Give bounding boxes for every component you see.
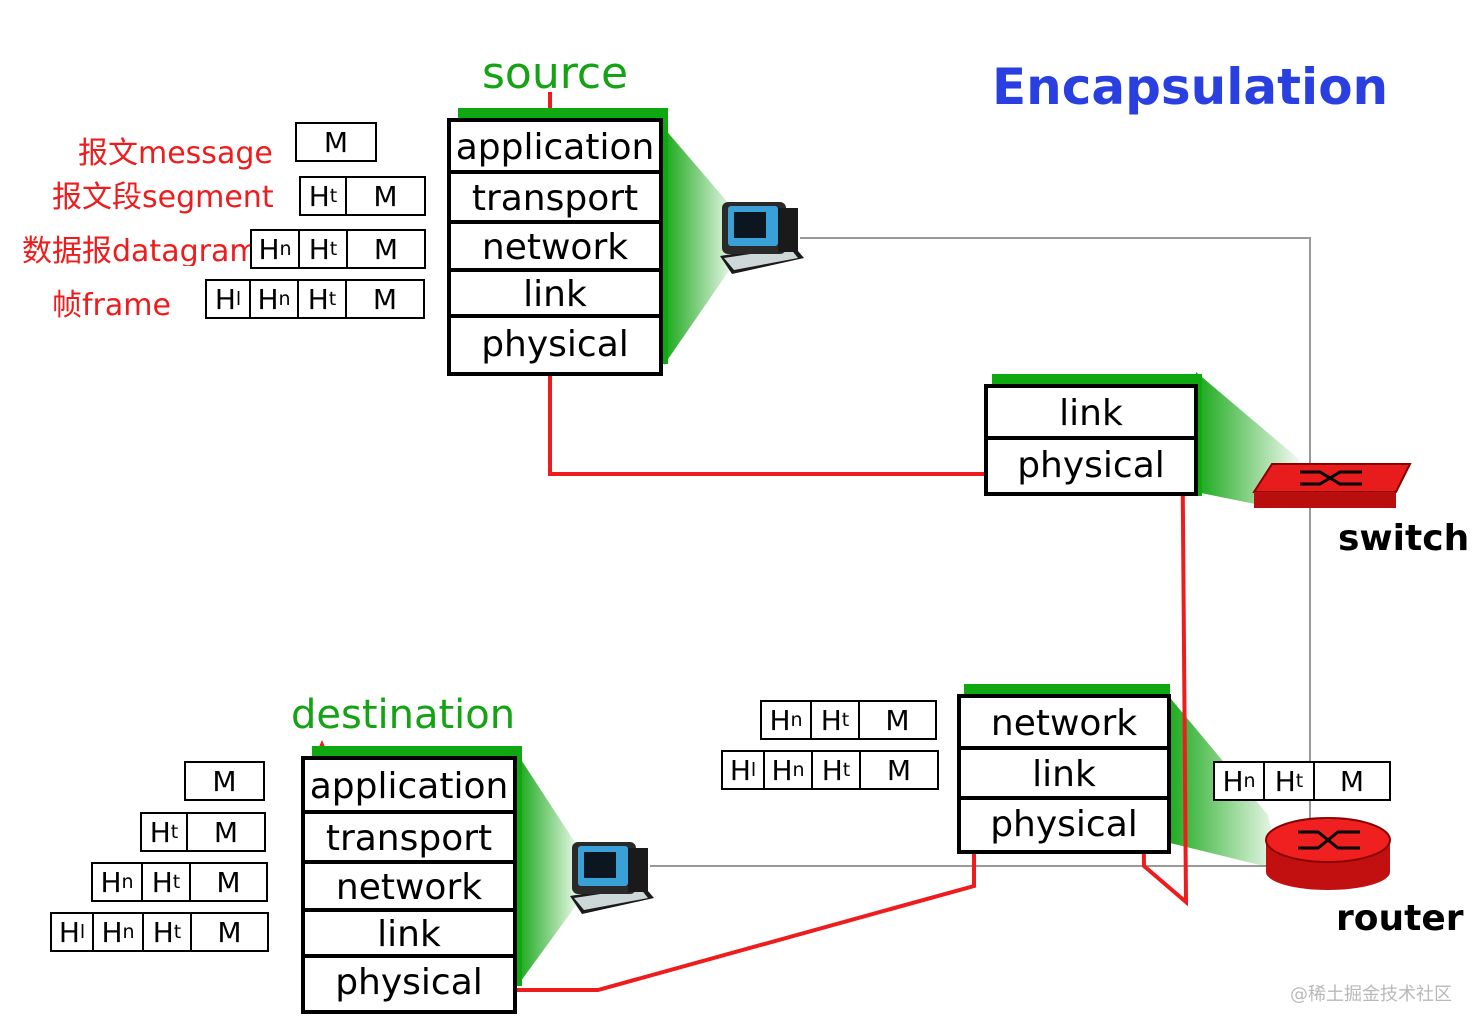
router-icon: [1265, 817, 1391, 890]
packet-field-M: M: [373, 232, 399, 266]
term-message: 报文message: [78, 136, 273, 171]
router-protocol-stack: network link physical: [957, 694, 1171, 854]
computer-icon: [720, 202, 804, 274]
router-label: router: [1336, 898, 1464, 939]
packet-field-M: M: [323, 125, 349, 159]
packet-field-M: M: [212, 764, 237, 798]
switch-layer-link: link: [988, 388, 1194, 440]
source-layer-network: network: [451, 224, 659, 272]
term-frame: 帧frame: [52, 288, 171, 323]
destination-beam: [518, 755, 580, 985]
packet-field-M: M: [216, 865, 241, 899]
source-label: source: [482, 48, 629, 99]
source-layer-transport: transport: [451, 174, 659, 224]
packet-message: M: [295, 122, 377, 162]
switch-protocol-stack: link physical: [984, 384, 1198, 496]
packet-message: M: [184, 761, 265, 801]
packet-field-M: M: [217, 915, 242, 949]
destination-protocol-stack: application transport network link physi…: [301, 756, 517, 1014]
packet-field-M: M: [885, 703, 910, 737]
router-layer-network: network: [961, 698, 1167, 750]
source-layer-application: application: [451, 122, 659, 174]
router-layer-link: link: [961, 750, 1167, 800]
source-layer-physical: physical: [481, 324, 629, 365]
watermark: @稀土掘金技术社区: [1290, 984, 1452, 1005]
source-protocol-stack: application transport network link physi…: [447, 118, 663, 376]
link-line-source-switch: [800, 237, 1311, 470]
term-segment: 报文段segment: [52, 180, 274, 215]
destination-layer-physical: physical: [335, 962, 483, 1003]
packet-field-M: M: [373, 179, 398, 213]
router-layer-physical: physical: [990, 804, 1138, 845]
switch-layer-physical: physical: [1017, 445, 1165, 486]
switch-icon: [1252, 463, 1412, 508]
destination-label: destination: [291, 692, 516, 738]
term-datagram: 数据报datagram: [22, 234, 250, 266]
packet-field-M: M: [372, 282, 398, 316]
source-layer-link: link: [451, 272, 659, 318]
destination-layer-network: network: [305, 864, 513, 912]
diagram-title: Encapsulation: [992, 58, 1389, 116]
packet-field-M: M: [1339, 764, 1365, 798]
packet-field-M: M: [886, 753, 912, 787]
destination-layer-application: application: [305, 760, 513, 814]
packet-field-M: M: [213, 815, 239, 849]
term-datagram-clip: 数据报datagram: [0, 226, 250, 266]
destination-layer-link: link: [305, 912, 513, 958]
switch-label: switch: [1338, 518, 1470, 559]
destination-layer-transport: transport: [305, 814, 513, 864]
source-beam: [664, 128, 735, 365]
computer-icon: [570, 842, 654, 914]
